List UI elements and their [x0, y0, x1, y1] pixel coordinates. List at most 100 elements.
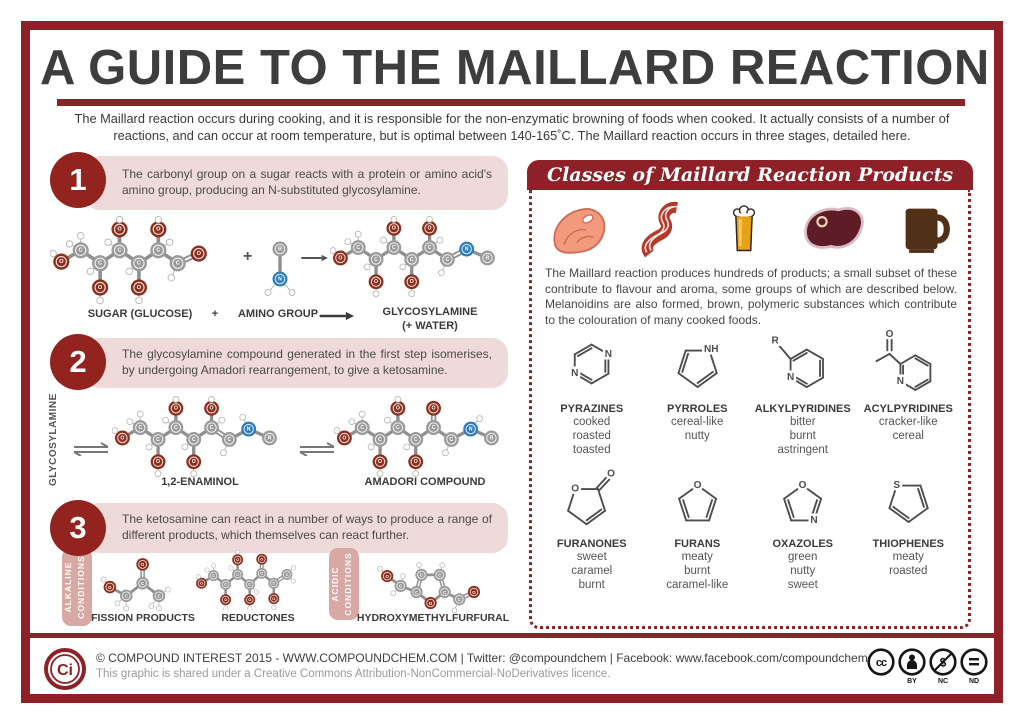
svg-text:N: N: [465, 246, 469, 252]
svg-text:O: O: [386, 574, 390, 579]
svg-text:O: O: [141, 562, 145, 567]
svg-text:O: O: [156, 227, 161, 233]
cc-nc-label: NC: [938, 678, 948, 685]
svg-text:C: C: [192, 437, 196, 443]
svg-text:C: C: [415, 590, 418, 595]
svg-text:O: O: [197, 251, 202, 257]
class-name: ALKYLPYRIDINES: [754, 403, 851, 415]
class-note: sweet: [787, 579, 818, 592]
svg-text:C: C: [227, 437, 231, 443]
fission-products-label: FISSION PRODUCTS: [91, 612, 195, 624]
svg-text:O: O: [607, 468, 615, 479]
svg-text:O: O: [428, 226, 432, 232]
pyrrole-structure: NH: [646, 328, 750, 400]
svg-text:O: O: [192, 459, 196, 465]
svg-text:C: C: [428, 245, 432, 251]
svg-text:C: C: [137, 261, 141, 267]
page-title: A GUIDE TO THE MAILLARD REACTION: [40, 41, 990, 95]
svg-text:O: O: [410, 279, 414, 285]
svg-text:C: C: [360, 425, 364, 431]
fission-products-molecule: O C C O C: [98, 548, 186, 616]
svg-text:C: C: [141, 581, 145, 586]
svg-text:O: O: [472, 590, 476, 595]
svg-text:O: O: [224, 598, 227, 602]
svg-text:C: C: [212, 574, 215, 578]
svg-text:C: C: [210, 425, 214, 431]
step-1-number: 1: [50, 152, 106, 208]
svg-text:C: C: [79, 248, 83, 254]
svg-text:O: O: [374, 279, 378, 285]
step-3-caption: The ketosamine can react in a number of …: [84, 503, 508, 553]
compound-interest-logo: Ci: [44, 648, 86, 690]
svg-text:C: C: [125, 594, 129, 599]
svg-text:O: O: [248, 598, 251, 602]
equilibrium-arrow-left: [73, 442, 109, 456]
step-3-number: 3: [50, 500, 106, 556]
class-name: ACYLPYRIDINES: [863, 403, 953, 415]
svg-text:C: C: [138, 425, 142, 431]
class-name: PYRROLES: [666, 403, 728, 415]
label-row-arrow: [319, 311, 354, 321]
class-note: cracker-like: [878, 416, 938, 428]
thiophene-structure: S: [857, 463, 961, 535]
class-note: cereal: [892, 430, 924, 443]
class-note: caramel-like: [666, 579, 729, 592]
svg-text:O: O: [137, 285, 142, 291]
svg-text:C: C: [272, 582, 275, 586]
svg-text:O: O: [108, 585, 112, 590]
svg-text:O: O: [236, 558, 239, 562]
svg-text:cc: cc: [876, 657, 887, 669]
svg-text:O: O: [392, 226, 396, 232]
intro-text: The Maillard reaction occurs during cook…: [74, 111, 950, 143]
class-name: FURANONES: [556, 538, 627, 551]
title-underline: [57, 99, 965, 106]
svg-text:R: R: [278, 246, 282, 252]
food-icon-row: [543, 197, 957, 261]
reductones-label: REDUCTONES: [221, 612, 295, 624]
svg-text:C: C: [176, 261, 180, 267]
svg-text:O: O: [156, 459, 160, 465]
glycosylamine-label: GLYCOSYLAMINE (+ WATER): [350, 306, 510, 334]
acidic-conditions-tag: ACIDIC CONDITIONS: [329, 548, 359, 620]
svg-text:C: C: [248, 583, 251, 587]
svg-text:C: C: [157, 594, 161, 599]
class-name: OXAZOLES: [772, 538, 833, 551]
svg-text:C: C: [432, 425, 436, 431]
class-note: astringent: [777, 444, 828, 457]
svg-text:C: C: [443, 590, 446, 595]
equilibrium-arrow-right: [299, 442, 335, 456]
class-note: burnt: [684, 565, 711, 578]
hmf-label: HYDROXYMETHYLFURFURAL: [356, 612, 510, 624]
svg-text:C: C: [392, 245, 396, 251]
svg-text:S: S: [893, 480, 900, 491]
svg-text:N: N: [897, 376, 904, 387]
svg-text:C: C: [420, 573, 423, 578]
svg-text:C: C: [156, 248, 160, 254]
svg-text:N: N: [571, 368, 578, 379]
svg-text:O: O: [200, 582, 203, 586]
step-2-number: 2: [50, 334, 106, 390]
cc-by-label: BY: [907, 678, 917, 685]
products-panel-border: [529, 189, 971, 629]
svg-text:R: R: [490, 435, 494, 441]
svg-text:O: O: [429, 601, 433, 606]
svg-text:O: O: [886, 329, 894, 340]
class-note: cooked: [573, 416, 611, 428]
class-card-thiophenes: S THIOPHENES meaty roasted: [857, 463, 961, 592]
svg-text:C: C: [156, 437, 160, 443]
class-note: sweet: [576, 551, 607, 564]
svg-text:C: C: [236, 573, 239, 577]
